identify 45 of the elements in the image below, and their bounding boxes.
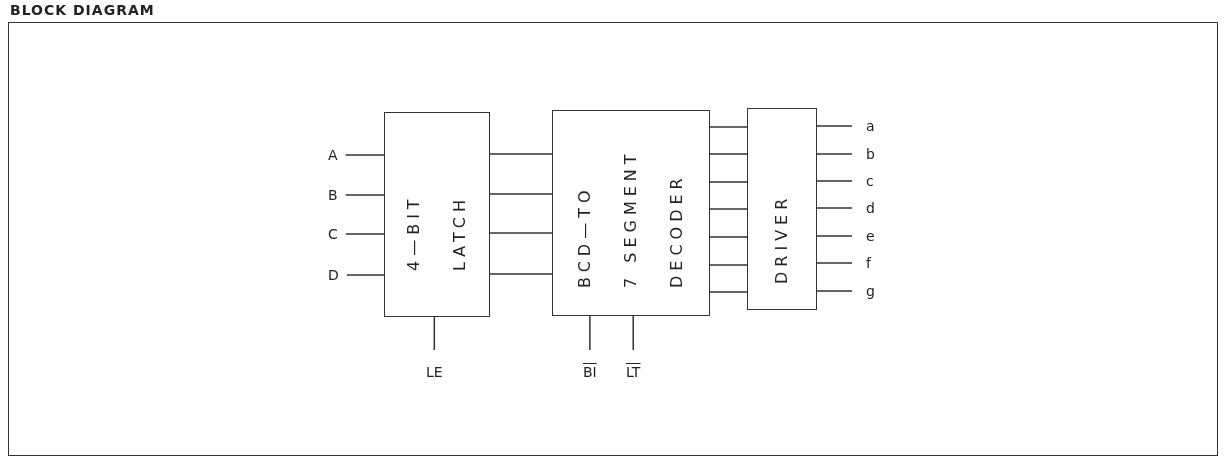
signal-line [489,193,553,195]
signal-line [709,126,748,128]
signal-line [816,262,853,264]
signal-line [346,274,385,276]
signal-line [816,125,853,127]
pin-label: LE [426,364,443,380]
block-box [552,110,710,316]
pin-label: A [328,147,338,163]
signal-line [344,154,385,156]
pin-label: d [866,200,875,216]
pin-label: B [328,187,338,203]
signal-line [344,194,385,196]
pin-label: D [328,267,339,283]
signal-line [589,315,591,351]
block-box [747,108,817,310]
signal-line [632,315,634,351]
signal-line [816,153,853,155]
pin-label: BI [583,364,597,380]
signal-line [816,235,853,237]
signal-line [709,208,748,210]
pin-label: f [866,255,871,271]
pin-label: C [328,226,338,242]
signal-line [816,207,853,209]
signal-line [709,181,748,183]
signal-line [709,236,748,238]
signal-line [433,316,436,351]
signal-line [345,233,385,235]
signal-line [709,291,748,293]
signal-line [489,273,553,275]
pin-label: a [866,118,875,134]
pin-label: LT [626,364,641,380]
pin-label: c [866,173,874,189]
signal-line [709,153,748,155]
pin-label: g [866,283,875,299]
signal-line [709,264,748,266]
block-label: 4—BIT LATCH [403,192,470,271]
pin-label: b [866,146,875,162]
block-label: DRIVER [771,192,792,284]
diagram-title: BLOCK DIAGRAM [10,2,155,18]
pin-label: e [866,228,875,244]
signal-line [816,180,853,182]
signal-line [489,153,553,155]
block-box [384,112,490,317]
signal-line [489,232,553,234]
signal-line [816,290,853,292]
